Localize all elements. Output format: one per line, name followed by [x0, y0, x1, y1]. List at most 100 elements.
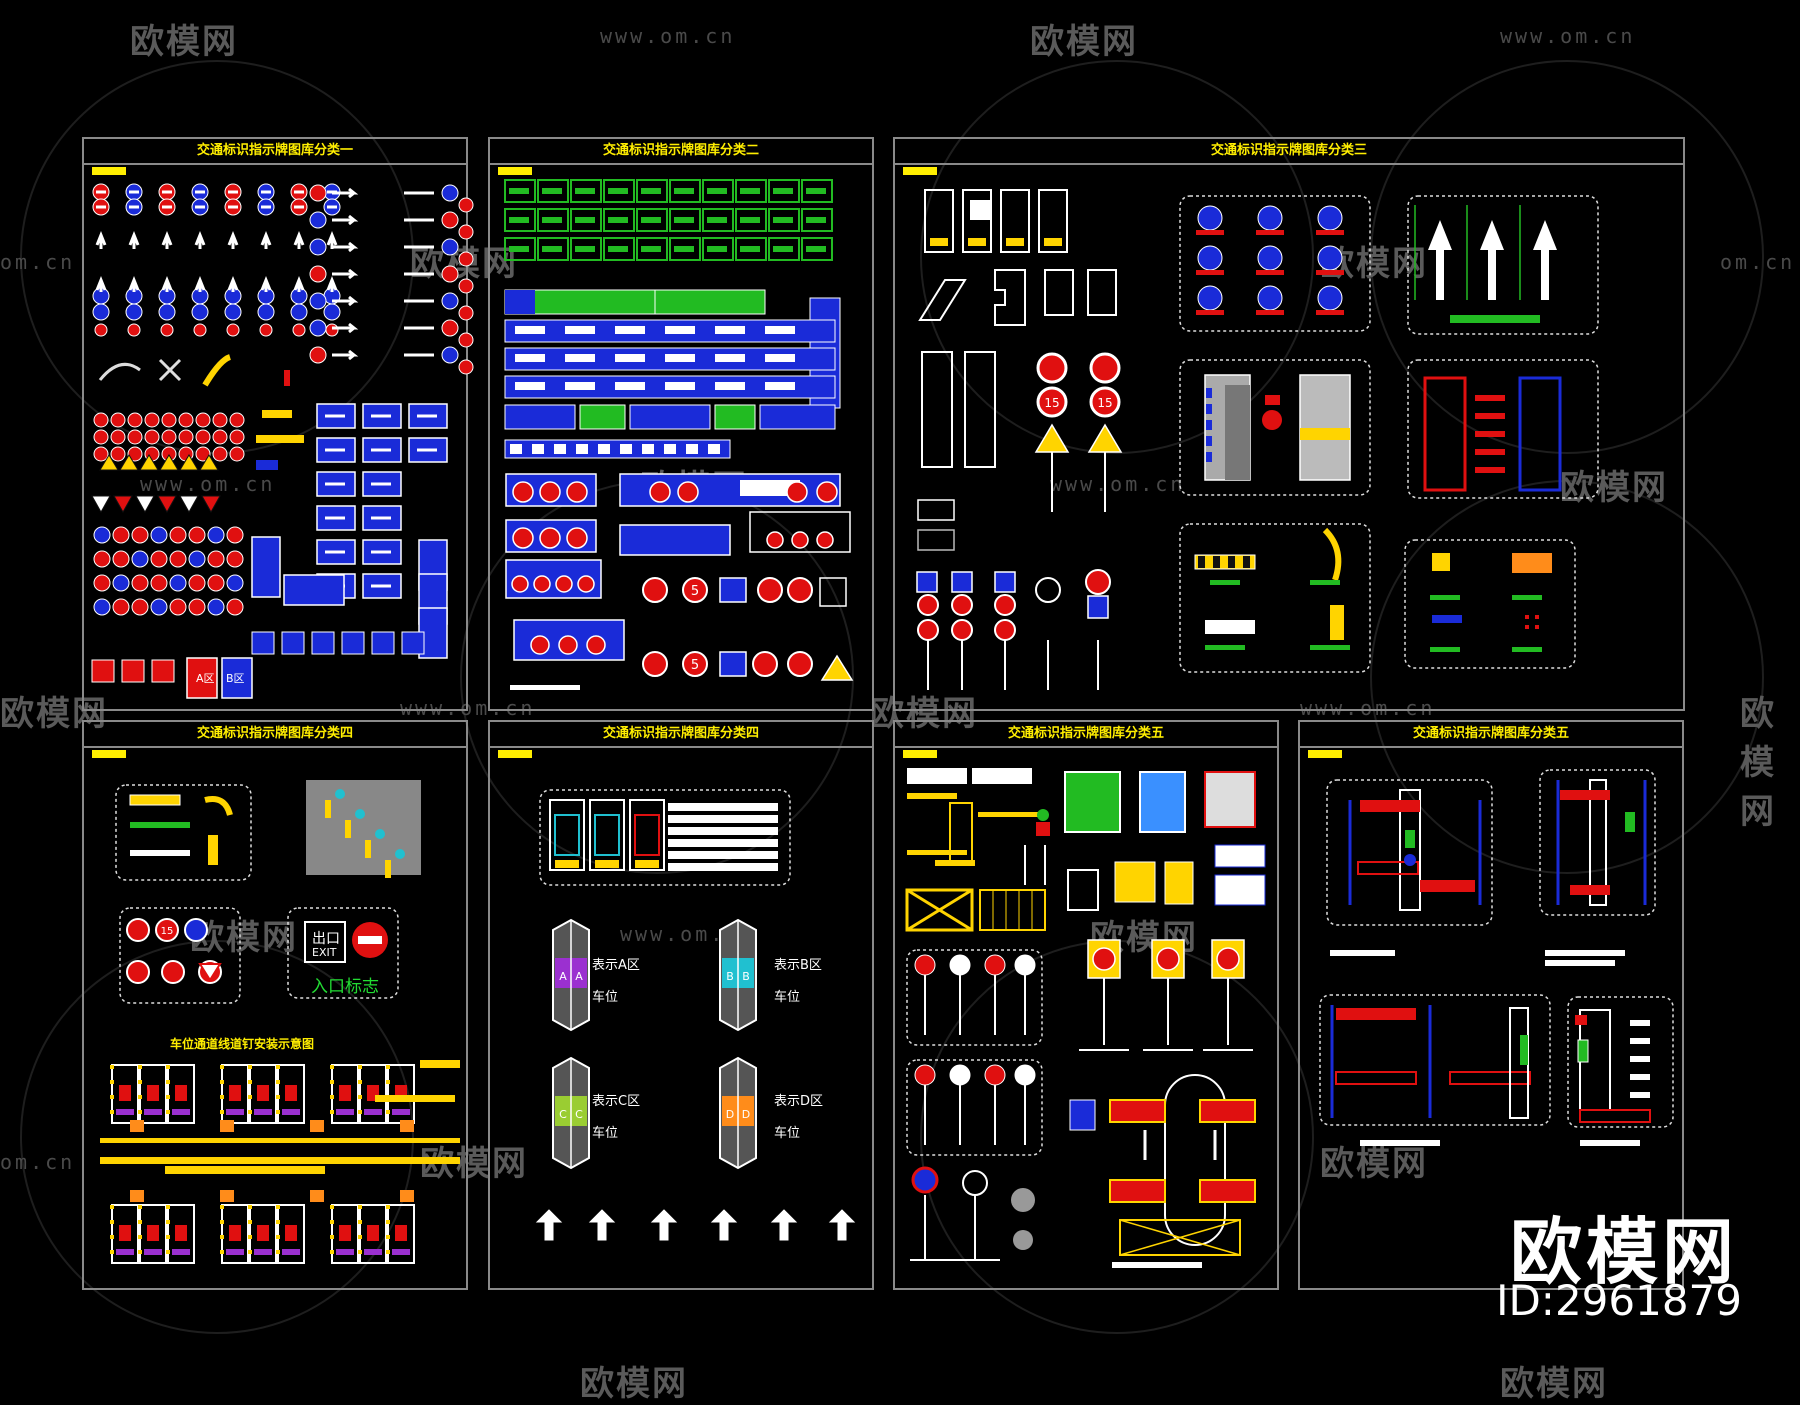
car-symbol	[175, 1085, 187, 1101]
parking-sign-icon	[916, 571, 938, 593]
traffic-sign-icon	[150, 574, 168, 592]
road-stud	[110, 1235, 114, 1239]
traffic-sign-icon	[126, 918, 150, 942]
watermark-url: om.cn	[1720, 250, 1796, 274]
road-stud	[386, 1065, 390, 1069]
no-parking-box-icon	[905, 888, 974, 932]
prohibition-sign-icon	[566, 527, 588, 549]
small-sign-icon	[151, 659, 175, 683]
arrow-icon	[332, 322, 359, 334]
device-layout-box	[1567, 996, 1674, 1128]
sign-text-block	[665, 326, 695, 334]
speed-bump-stripe	[1243, 556, 1250, 568]
road-stud	[166, 1220, 170, 1224]
sheet-category-2: 交通标识指示牌图库分类二	[488, 137, 874, 711]
parking-space-icon	[1044, 269, 1074, 316]
prohibition-sign-icon	[178, 412, 194, 428]
road-stud	[276, 1110, 280, 1114]
bollard-band	[1196, 310, 1224, 315]
parking-space-icon	[167, 1064, 195, 1124]
sign-head-icon	[984, 954, 1006, 976]
parking-column-icon	[589, 799, 625, 871]
sheet-title: 交通标识指示牌图库分类五	[895, 722, 1277, 748]
road-stud	[276, 1235, 280, 1239]
car-frame	[634, 814, 660, 856]
title-marker	[903, 750, 937, 758]
sign-bar	[261, 190, 271, 194]
road-stud-icon	[220, 1120, 234, 1132]
label-block	[1512, 595, 1542, 600]
brand-id: ID:2961879	[1496, 1276, 1742, 1325]
speed-bump-stripe	[1228, 556, 1235, 568]
traffic-sign-icon	[458, 332, 474, 348]
parking-lock-box	[1407, 359, 1599, 499]
reflector-icon	[1432, 553, 1450, 571]
direction-arrow-icon	[828, 1209, 856, 1241]
road-stud	[248, 1205, 252, 1209]
parking-lane-icon	[964, 351, 996, 468]
watermark-logo: 欧模网	[1030, 22, 1138, 62]
zone-d-spot-label: 车位	[774, 1126, 801, 1141]
sign-strip-icon	[907, 768, 967, 784]
bollard-band	[1256, 310, 1284, 315]
sign-text-block	[765, 354, 795, 362]
bollard-band	[1316, 310, 1344, 315]
arrow-icon	[332, 214, 359, 226]
road-stud	[330, 1080, 334, 1084]
traffic-sign-icon	[131, 550, 149, 568]
yield-sign-icon	[157, 495, 177, 514]
parking-space-icon	[139, 1064, 167, 1124]
warning-sign-icon	[119, 454, 139, 471]
guard-booth-icon	[1204, 771, 1256, 828]
bollard-top-icon	[1257, 205, 1283, 231]
watermark-logo: 欧模网	[1740, 694, 1776, 832]
sign-text-block	[542, 246, 562, 252]
sign-text-block	[554, 444, 566, 454]
road-stud	[276, 1250, 280, 1254]
green-guide-sign-icon	[714, 404, 756, 430]
car-symbol	[147, 1085, 159, 1101]
barrier-stripe	[1475, 395, 1505, 401]
arrow-icon	[326, 275, 338, 292]
prohibition-sign-icon	[161, 412, 177, 428]
bollard-icon	[1330, 605, 1344, 640]
anti-slip-mat-icon	[1512, 553, 1552, 573]
sign-text-block	[608, 246, 628, 252]
sign-head-icon	[1014, 954, 1036, 976]
traffic-sign-icon	[226, 574, 244, 592]
prohibition-sign-icon	[93, 429, 109, 445]
road-stud	[248, 1110, 252, 1114]
reflector-band	[1300, 428, 1350, 440]
sign-text-block	[674, 217, 694, 223]
control-icon	[1405, 830, 1415, 848]
prohibition-sign-icon	[229, 412, 245, 428]
prohibition-sign-icon	[566, 481, 588, 503]
sheet-category-5b: 交通标识指示牌图库分类五	[1298, 720, 1684, 1290]
road-stud	[330, 1235, 334, 1239]
bollard-icon	[345, 820, 351, 838]
yield-sign-icon	[179, 495, 199, 514]
sign-text-block	[740, 217, 760, 223]
parking-line-icon	[994, 269, 1026, 326]
traffic-sign-icon	[193, 323, 207, 337]
prohibition-sign-icon	[787, 577, 813, 603]
traffic-sign-icon	[458, 251, 474, 267]
speed-sign-icon	[917, 594, 939, 616]
car-symbol	[285, 1225, 297, 1241]
sign-head-icon	[914, 1064, 936, 1086]
sign-text-block	[707, 246, 727, 252]
parking-sign-icon	[994, 571, 1016, 593]
car-symbol	[395, 1225, 407, 1241]
road-stud-icon	[400, 1120, 414, 1132]
watermark-circle	[1370, 60, 1764, 454]
speed-sign-icon	[917, 619, 939, 641]
exit-sign-icon	[304, 921, 346, 963]
road-stud	[138, 1065, 142, 1069]
road-stud	[138, 1205, 142, 1209]
prohibition-sign-icon	[682, 651, 708, 677]
zone-b-label: 表示B区	[774, 958, 822, 973]
control-icon	[1575, 1015, 1587, 1025]
car-symbol	[285, 1085, 297, 1101]
road-stud	[248, 1095, 252, 1099]
green-guide-sign-icon	[735, 237, 767, 261]
